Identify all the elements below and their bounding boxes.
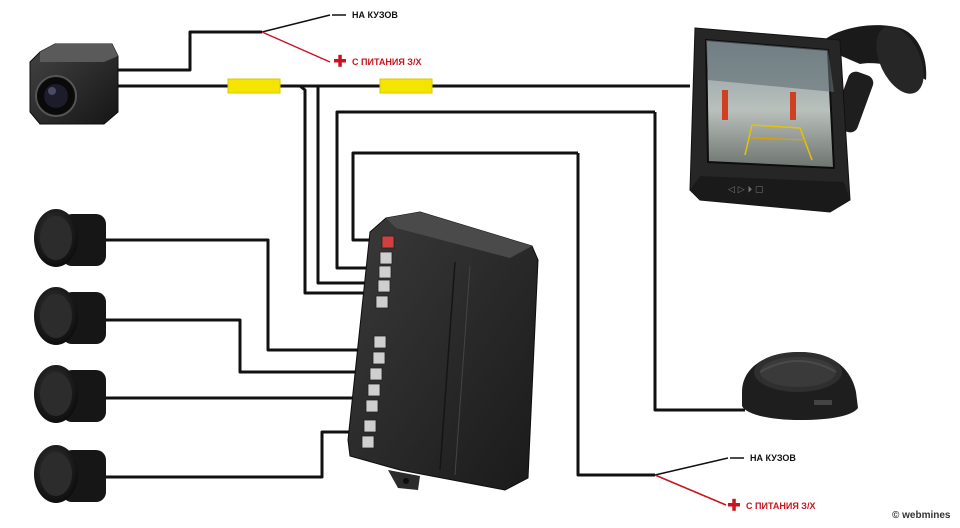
label-power-bottom: С ПИТАНИЯ З/Х [746,501,815,511]
monitor-icon: ◁ ▷ ⏵ ▢ [689,25,927,213]
control-unit-icon [347,211,539,491]
monitor-to-unit-wire-2 [335,110,655,270]
unit-power-wire [576,153,655,477]
label-power-top: С ПИТАНИЯ З/Х [352,57,421,67]
plus-icon [334,54,346,67]
sensor-2-wire [100,318,360,374]
sensor-1 [34,209,106,267]
video-to-unit-wire [299,84,380,295]
sensor-2 [34,287,106,345]
buzzer-icon [742,352,858,420]
ground-wire-bottom [654,457,729,476]
camera-power-wire [118,30,262,72]
sensor-4-wire [100,430,360,479]
label-ground-top: НА КУЗОВ [352,10,398,20]
sensor-4 [34,445,106,503]
svg-text:◁ ▷ ⏵ ▢: ◁ ▷ ⏵ ▢ [728,185,763,195]
sensor-3 [34,365,106,423]
camera-icon [29,43,119,125]
wires [100,14,745,479]
plus-icon [728,498,740,511]
ground-wire-top [261,14,331,33]
video-connector-1 [227,78,281,94]
video-connector-2 [379,78,433,94]
sensor-1-wire [100,238,360,352]
power-wire-bottom [654,474,727,506]
label-ground-bottom: НА КУЗОВ [750,453,796,463]
buzzer-wire [653,112,745,412]
power-wire-top [261,31,331,63]
sensor-icon [34,209,106,503]
monitor-to-unit-wire-3 [351,151,578,242]
monitor-to-unit-wire-1 [316,84,690,285]
watermark: © webmines [892,510,951,521]
